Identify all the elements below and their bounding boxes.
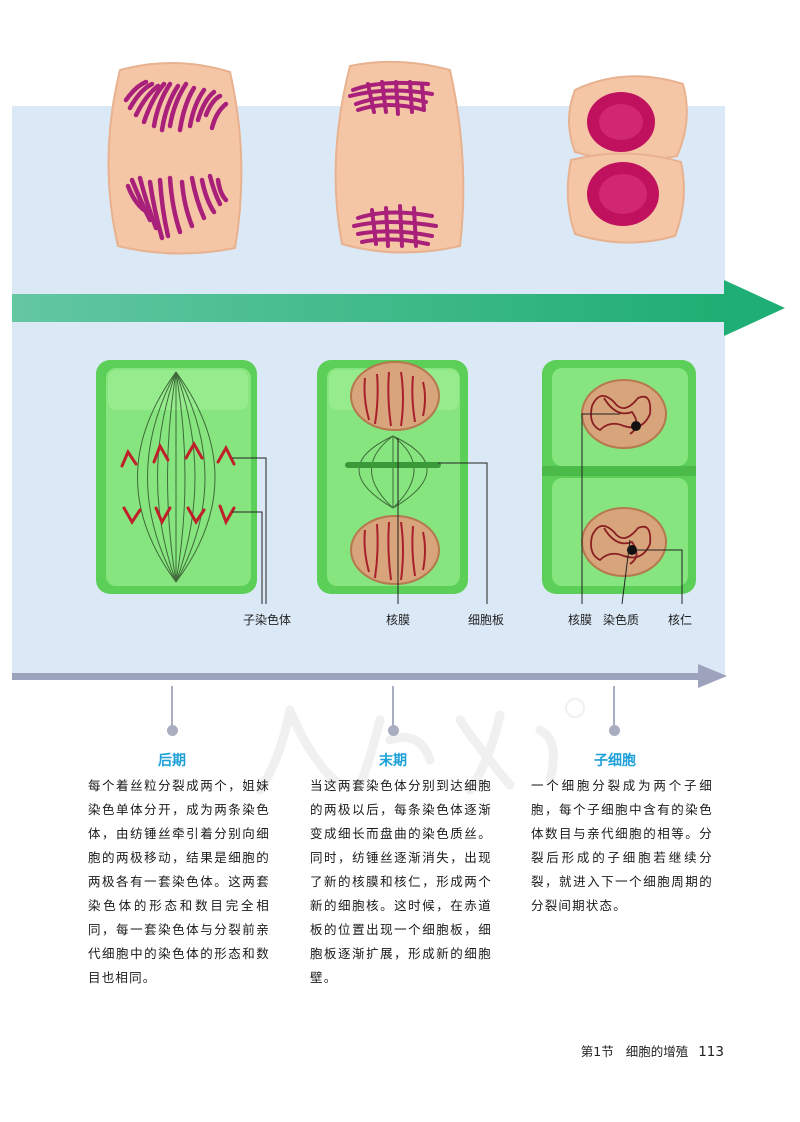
diagram-anaphase-cell (96, 360, 257, 594)
timeline-stem-daughter (613, 686, 615, 728)
timeline-stem-anaphase (171, 686, 173, 728)
daughter-chromosome (216, 444, 236, 466)
label-cell-plate: 细胞板 (468, 613, 505, 627)
diagram-daughter-cells (542, 360, 696, 594)
label-nuclear-membrane-daughter: 核膜 (568, 613, 593, 627)
label-nuclear-membrane-telophase: 核膜 (386, 613, 411, 627)
stage-title-anaphase: 后期 (158, 753, 186, 769)
footer-section: 第1节 (580, 1044, 614, 1059)
footer-chapter-title: 细胞的增殖 (625, 1044, 689, 1059)
micrograph-telophase (334, 60, 465, 254)
label-nucleolus: 核仁 (668, 613, 693, 627)
stage-text-telophase: 当这两套染色体分别到达细胞的两极以后，每条染色体逐渐变成细长而盘曲的染色质丝。同… (310, 778, 492, 985)
publisher-watermark (255, 698, 585, 795)
daughter-chromosome (122, 506, 142, 525)
label-chromatin: 染色质 (603, 613, 640, 627)
micrograph-anaphase (107, 61, 243, 255)
label-leader-lines (232, 413, 683, 605)
daughter-chromosome (152, 442, 170, 464)
timeline-dot-anaphase (167, 725, 178, 736)
diagram-telophase-cell (317, 360, 468, 594)
daughter-chromosome (186, 506, 206, 525)
timeline-arrow-green (12, 280, 785, 336)
stage-title-telophase: 末期 (379, 753, 407, 769)
stage-text-anaphase: 每个着丝粒分裂成两个，姐妹染色单体分开，成为两条染色体，由纺锤丝牵引着分别向细胞… (88, 778, 270, 985)
micrograph-daughter-cells (566, 75, 688, 244)
timeline-dot-daughter (609, 725, 620, 736)
stage-text-daughter-cells: 一个细胞分裂成为两个子细胞，每个子细胞中含有的染色体数目与亲代细胞的相等。分裂后… (531, 778, 713, 913)
timeline-arrow-gray (12, 664, 727, 688)
label-daughter-chromosome: 子染色体 (243, 613, 292, 627)
timeline-dot-telophase (388, 725, 399, 736)
daughter-chromosome (154, 506, 172, 526)
daughter-chromosome (184, 440, 204, 460)
page-footer: 第1节 细胞的增殖 113 (581, 1041, 724, 1060)
page-number: 113 (698, 1044, 724, 1060)
daughter-chromosome (120, 448, 138, 468)
daughter-chromosome (218, 504, 236, 526)
stage-title-daughter-cells: 子细胞 (594, 753, 636, 769)
timeline-stem-telophase (392, 686, 394, 728)
